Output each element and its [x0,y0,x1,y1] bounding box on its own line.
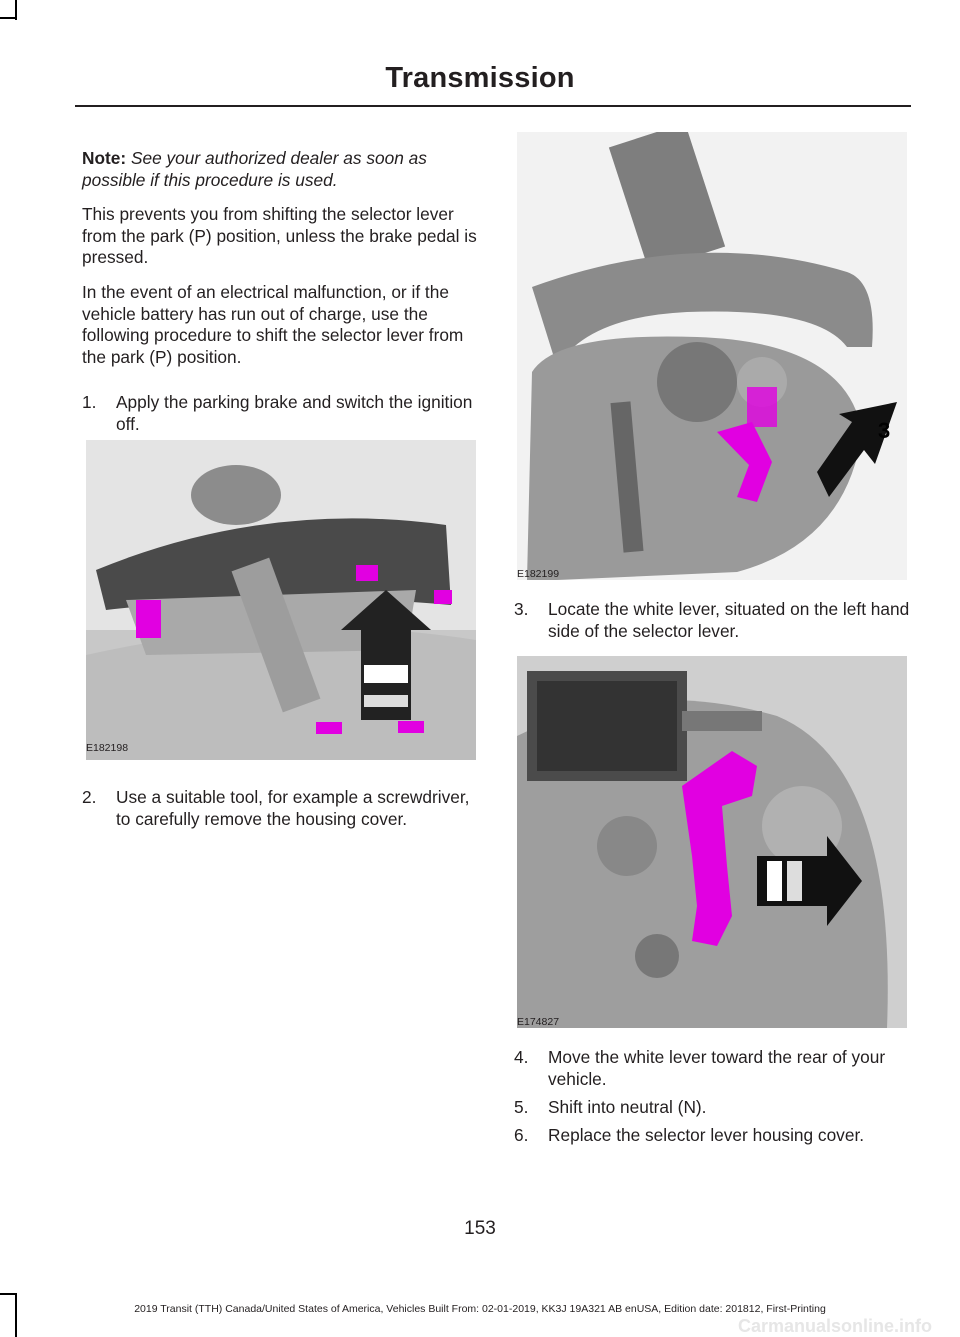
step-3: 3. Locate the white lever, situated on t… [514,599,910,642]
figure-code: E182199 [517,568,560,580]
page-number: 153 [464,1218,496,1239]
paragraph: In the event of an electrical malfunctio… [82,282,477,368]
watermark: Carmanualsonline.info [737,1316,932,1336]
crop-mark [0,1293,17,1295]
figure-code: E182198 [86,742,129,754]
figure-selector-lever [517,132,907,580]
step-number: 4. [514,1047,529,1067]
step-text: Replace the selector lever housing cover… [548,1125,865,1145]
paragraph-text: In the event of an electrical malfunctio… [82,282,464,367]
step-6: 6. Replace the selector lever housing co… [514,1125,910,1147]
step-text: Move the white lever toward the rear of … [548,1047,886,1089]
crop-mark [15,0,17,20]
step-text: Apply the parking brake and switch the i… [116,392,473,434]
figure-white-lever [517,656,907,1028]
step-1: 1. Apply the parking brake and switch th… [82,392,477,435]
step-5: 5. Shift into neutral (N). [514,1097,910,1119]
callout-number: 3 [878,418,891,443]
step-text: Locate the white lever, situated on the … [548,599,910,641]
crop-mark [15,1295,17,1337]
step-text: Use a suitable tool, for example a screw… [116,787,470,829]
paragraph: This prevents you from shifting the sele… [82,204,477,269]
note-label: Note: [82,148,127,168]
step-4: 4. Move the white lever toward the rear … [514,1047,910,1090]
step-number: 5. [514,1097,529,1117]
page-title: Transmission [385,62,575,94]
note: Note: See your authorized dealer as soon… [82,148,477,191]
figure-housing-cover [86,440,476,760]
step-number: 1. [82,392,97,412]
footer-text: 2019 Transit (TTH) Canada/United States … [134,1303,826,1315]
step-text: Shift into neutral (N). [548,1097,707,1117]
crop-mark [0,17,17,19]
header-divider [75,105,911,107]
step-number: 6. [514,1125,529,1145]
step-2: 2. Use a suitable tool, for example a sc… [82,787,477,830]
step-number: 3. [514,599,529,619]
figure-code: E174827 [517,1016,560,1028]
step-number: 2. [82,787,97,807]
paragraph-text: This prevents you from shifting the sele… [82,204,477,267]
note-text: See your authorized dealer as soon as po… [82,148,427,190]
